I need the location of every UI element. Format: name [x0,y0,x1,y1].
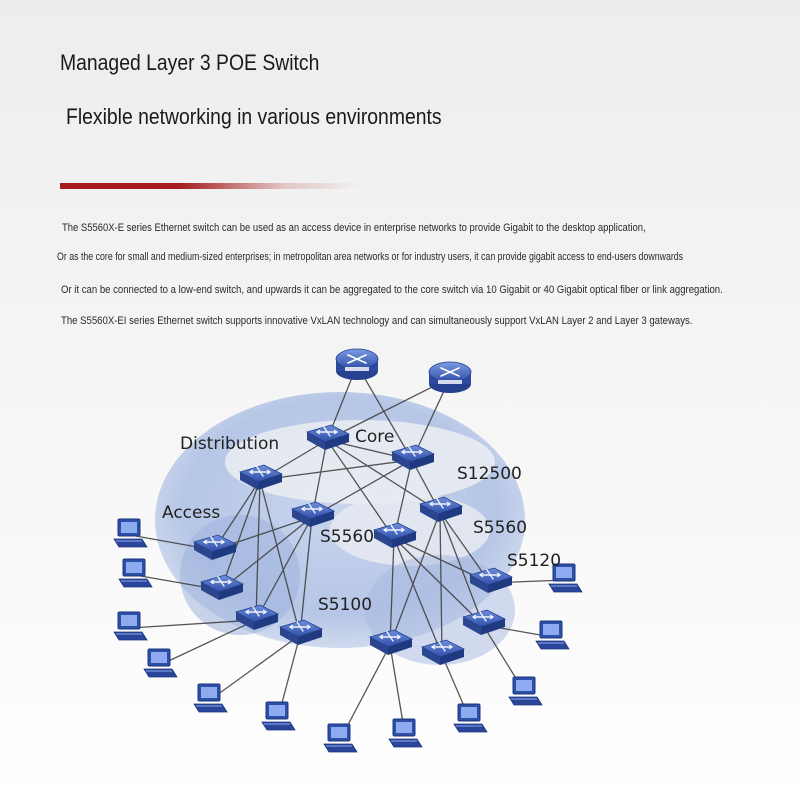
computer-icon [535,620,570,650]
label-access: Access [162,503,220,523]
description-line-2: Or as the core for small and medium-size… [57,251,684,263]
page-title: Managed Layer 3 POE Switch [60,50,320,75]
computer-icon [388,718,423,748]
core-zone [225,420,495,504]
core-router-icon [428,361,472,394]
computer-icon [118,558,153,588]
description-line-4: The S5560X-EI series Ethernet switch sup… [61,315,693,327]
label-s5560-right: S5560 [473,518,527,538]
computer-icon [143,648,178,678]
label-s5100: S5100 [318,595,372,615]
computer-icon [113,611,148,641]
computer-icon [508,676,543,706]
computer-icon [453,703,488,733]
core-router-icon [335,348,379,381]
label-s12500: S12500 [457,464,522,484]
label-s5560-left: S5560 [320,527,374,547]
link-lines [129,364,566,741]
label-s5120: S5120 [507,551,561,571]
computer-icon [261,701,296,731]
accent-divider [60,183,360,189]
computer-icon [113,518,148,548]
page-subtitle: Flexible networking in various environme… [66,104,442,129]
description-line-3: Or it can be connected to a low-end swit… [61,284,723,296]
computer-icon [193,683,228,713]
description-line-1: The S5560X-E series Ethernet switch can … [62,222,646,234]
label-distribution: Distribution [180,434,279,454]
computer-icon [323,723,358,753]
label-core: Core [355,427,394,447]
